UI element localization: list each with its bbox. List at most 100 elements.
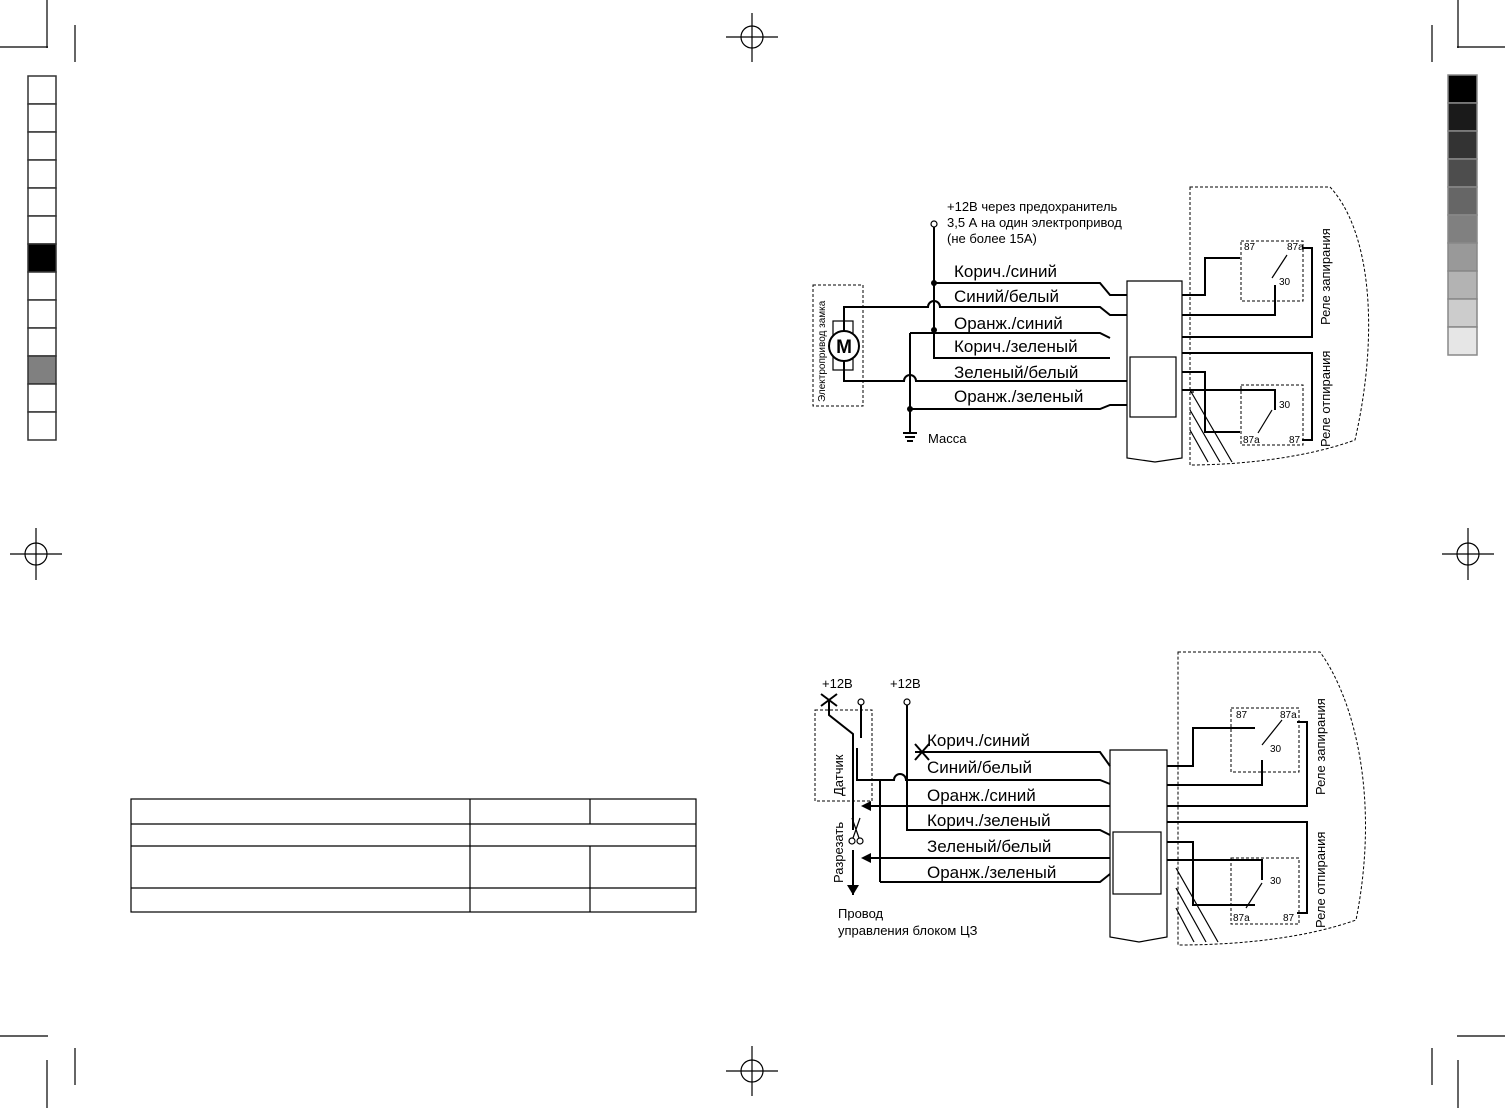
junction-dot [931, 327, 937, 333]
pin-87a: 87a [1280, 710, 1297, 721]
relay-unlock-label: Реле отпирания [1313, 832, 1328, 928]
wire-label: Синий/белый [927, 758, 1032, 777]
color-swatch [1447, 186, 1478, 216]
arrow-left-icon [861, 801, 871, 811]
color-swatch [27, 327, 57, 357]
color-swatch [1447, 326, 1478, 356]
wire-label: Оранж./зеленый [927, 863, 1056, 882]
power-terminal [903, 698, 911, 706]
relay-lock-box [1230, 707, 1300, 773]
arrow-down-icon [847, 885, 859, 895]
color-swatch [27, 75, 57, 105]
power-terminal [857, 698, 865, 706]
relay-unlock-contact [1245, 882, 1263, 909]
ground-label: Масса [928, 431, 967, 446]
color-swatch [27, 215, 57, 245]
registration-mark-left [10, 528, 62, 580]
relay-lock-label: Реле запирания [1318, 228, 1333, 325]
color-swatch [27, 159, 57, 189]
ground-icon [903, 432, 917, 442]
relay-unlock-contact [1257, 409, 1273, 434]
wire-label: Синий/белый [954, 287, 1059, 306]
pin-87: 87 [1236, 710, 1248, 721]
wiring-2 [828, 700, 1308, 914]
power-b-label: +12В [890, 676, 921, 691]
junction-dot [931, 280, 937, 286]
color-swatch [1447, 242, 1478, 272]
power-note-line-3: (не более 15А) [947, 231, 1037, 246]
cut-label: Разрезать [831, 822, 846, 883]
connector-latch [1129, 356, 1177, 418]
power-terminal [930, 220, 938, 228]
color-swatch [1447, 298, 1478, 328]
wire-label: Оранж./зеленый [954, 387, 1083, 406]
color-swatch [27, 411, 57, 441]
relay-unlock-box [1240, 384, 1304, 446]
pin-30: 30 [1279, 400, 1291, 411]
registration-mark-top [726, 13, 778, 62]
junction-dot [907, 406, 913, 412]
registration-mark-bottom [726, 1046, 778, 1096]
sensor-box [814, 709, 873, 802]
color-swatch [27, 131, 57, 161]
hatch [1189, 389, 1233, 463]
control-unit-outline [1177, 651, 1366, 946]
wire-label: Зеленый/белый [927, 837, 1051, 856]
hatch [1175, 867, 1219, 943]
diagram-1: +12В через предохранитель 3,5 А на один … [812, 186, 1370, 466]
control-unit-outline [1189, 186, 1370, 466]
wire-label: Корич./зеленый [927, 811, 1051, 830]
relay-unlock-box [1230, 857, 1300, 925]
empty-table [130, 798, 697, 913]
color-swatch [1447, 130, 1478, 160]
actuator-box [812, 284, 864, 407]
pin-87: 87 [1244, 242, 1256, 253]
motor-letter: M [836, 337, 852, 358]
registration-marks [10, 13, 1494, 1096]
color-swatch [27, 243, 57, 273]
wire-label: Корич./синий [927, 731, 1030, 750]
sensor-label: Датчик [831, 754, 846, 796]
power-a-label: +12В [822, 676, 853, 691]
pin-87a: 87a [1287, 242, 1304, 253]
connector-latch [1112, 831, 1162, 895]
wire-label: Корич./зеленый [954, 337, 1078, 356]
actuator-label: Электропривод замка [817, 300, 828, 402]
pin-87: 87 [1283, 913, 1295, 924]
color-swatch [1447, 74, 1478, 104]
wire-label: Оранж./синий [954, 314, 1063, 333]
color-swatch [1447, 270, 1478, 300]
wiring-connector [1109, 749, 1168, 943]
color-swatch [1447, 214, 1478, 244]
removed-x-icon [914, 743, 930, 761]
wire-label: Зеленый/белый [954, 363, 1078, 382]
pin-30: 30 [1270, 744, 1282, 755]
wiring-connector [1126, 280, 1183, 463]
color-bar-left [27, 75, 57, 441]
color-swatch [1447, 158, 1478, 188]
relay-unlock-label: Реле отпирания [1318, 351, 1333, 447]
scissors-icon [848, 817, 864, 845]
relay-lock-box [1240, 240, 1304, 302]
color-swatch [27, 383, 57, 413]
color-bar-right [1447, 74, 1478, 356]
color-swatch [27, 299, 57, 329]
pin-30: 30 [1270, 876, 1282, 887]
diagram-2: +12В +12В Датчик Разрезать [814, 651, 1366, 946]
color-swatch [27, 355, 57, 385]
arrow-left-icon [861, 853, 871, 863]
color-swatch [27, 103, 57, 133]
pin-87: 87 [1289, 435, 1301, 446]
registration-mark-right [1442, 528, 1494, 580]
control-wire-line-1: Провод [838, 906, 884, 921]
relay-lock-contact [1261, 719, 1283, 746]
wire-label: Оранж./синий [927, 786, 1036, 805]
relay-lock-label: Реле запирания [1313, 698, 1328, 795]
power-note-line-2: 3,5 А на один электропривод [947, 215, 1122, 230]
power-note-line-1: +12В через предохранитель [947, 199, 1118, 214]
pin-87a: 87a [1233, 913, 1250, 924]
relay-lock-contact [1271, 254, 1288, 279]
wiring-1 [843, 227, 1313, 441]
pin-87a: 87a [1243, 435, 1260, 446]
